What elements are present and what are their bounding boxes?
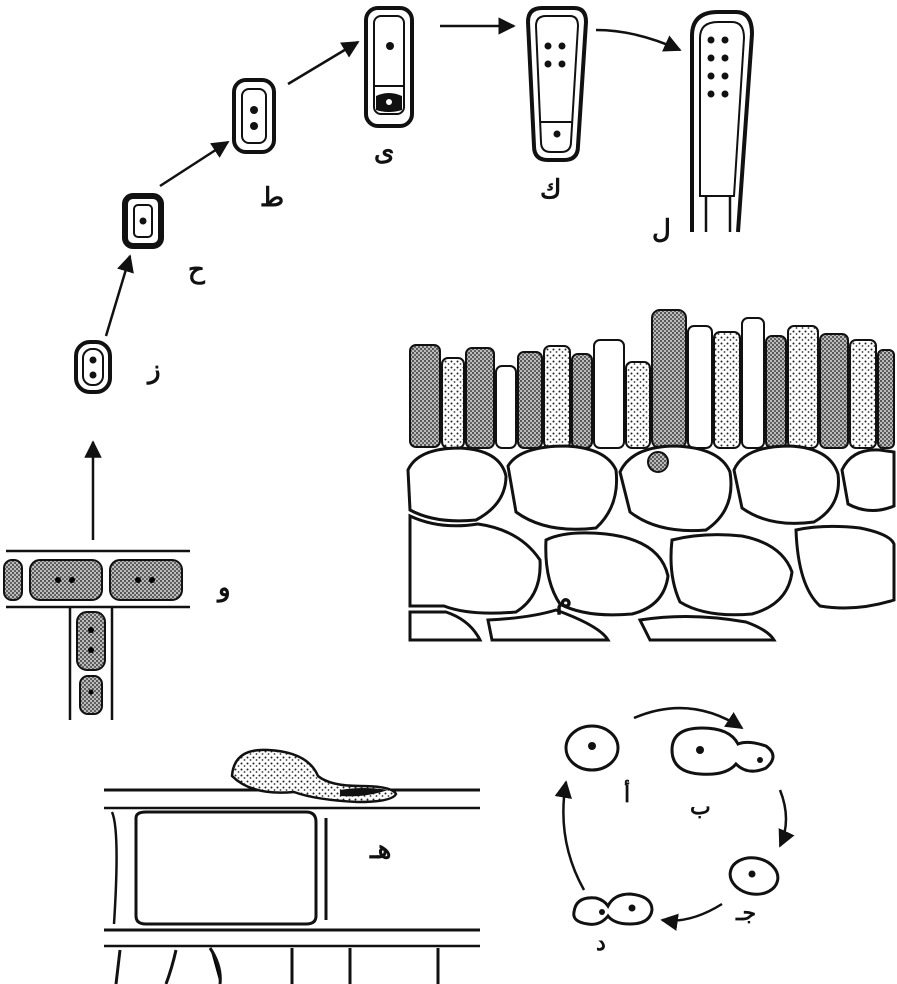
tissue-cells <box>408 446 894 640</box>
label-l: ل <box>652 215 671 245</box>
figure-h <box>104 750 480 984</box>
arrow-k-to-l <box>596 30 680 50</box>
label-b: ب <box>690 794 711 820</box>
arrow-a-to-b <box>634 708 742 728</box>
label-ha: ح <box>188 255 206 285</box>
label-ta: ط <box>260 183 284 213</box>
arrow-j-to-d <box>662 904 722 921</box>
figure-m <box>408 310 894 640</box>
label-k: ك <box>540 175 561 205</box>
figure-w <box>4 551 190 720</box>
label-h: هـ <box>369 835 391 865</box>
arrow-b-to-j <box>780 790 786 846</box>
label-a: أ <box>624 779 630 808</box>
cell-ha <box>125 196 161 246</box>
arrow-d-to-a <box>563 782 584 890</box>
cell-k <box>528 8 586 160</box>
cell-d <box>574 894 652 924</box>
cell-l <box>692 12 752 232</box>
label-d: د <box>596 930 606 956</box>
label-z: ز <box>146 355 161 385</box>
palisade-layer <box>410 310 894 448</box>
label-m: م <box>556 585 572 615</box>
label-j: جـ <box>735 900 756 926</box>
arrow-ha-to-ta <box>160 142 228 186</box>
arrow-ta-to-y <box>288 42 358 84</box>
label-w: و <box>216 573 231 603</box>
cell-z <box>76 342 110 392</box>
arrow-z-to-ha <box>106 256 130 336</box>
cell-b <box>672 728 773 774</box>
cell-y <box>366 8 412 126</box>
label-y: ى <box>374 137 394 167</box>
figure-cycle <box>563 708 786 924</box>
cell-ta <box>234 80 274 152</box>
